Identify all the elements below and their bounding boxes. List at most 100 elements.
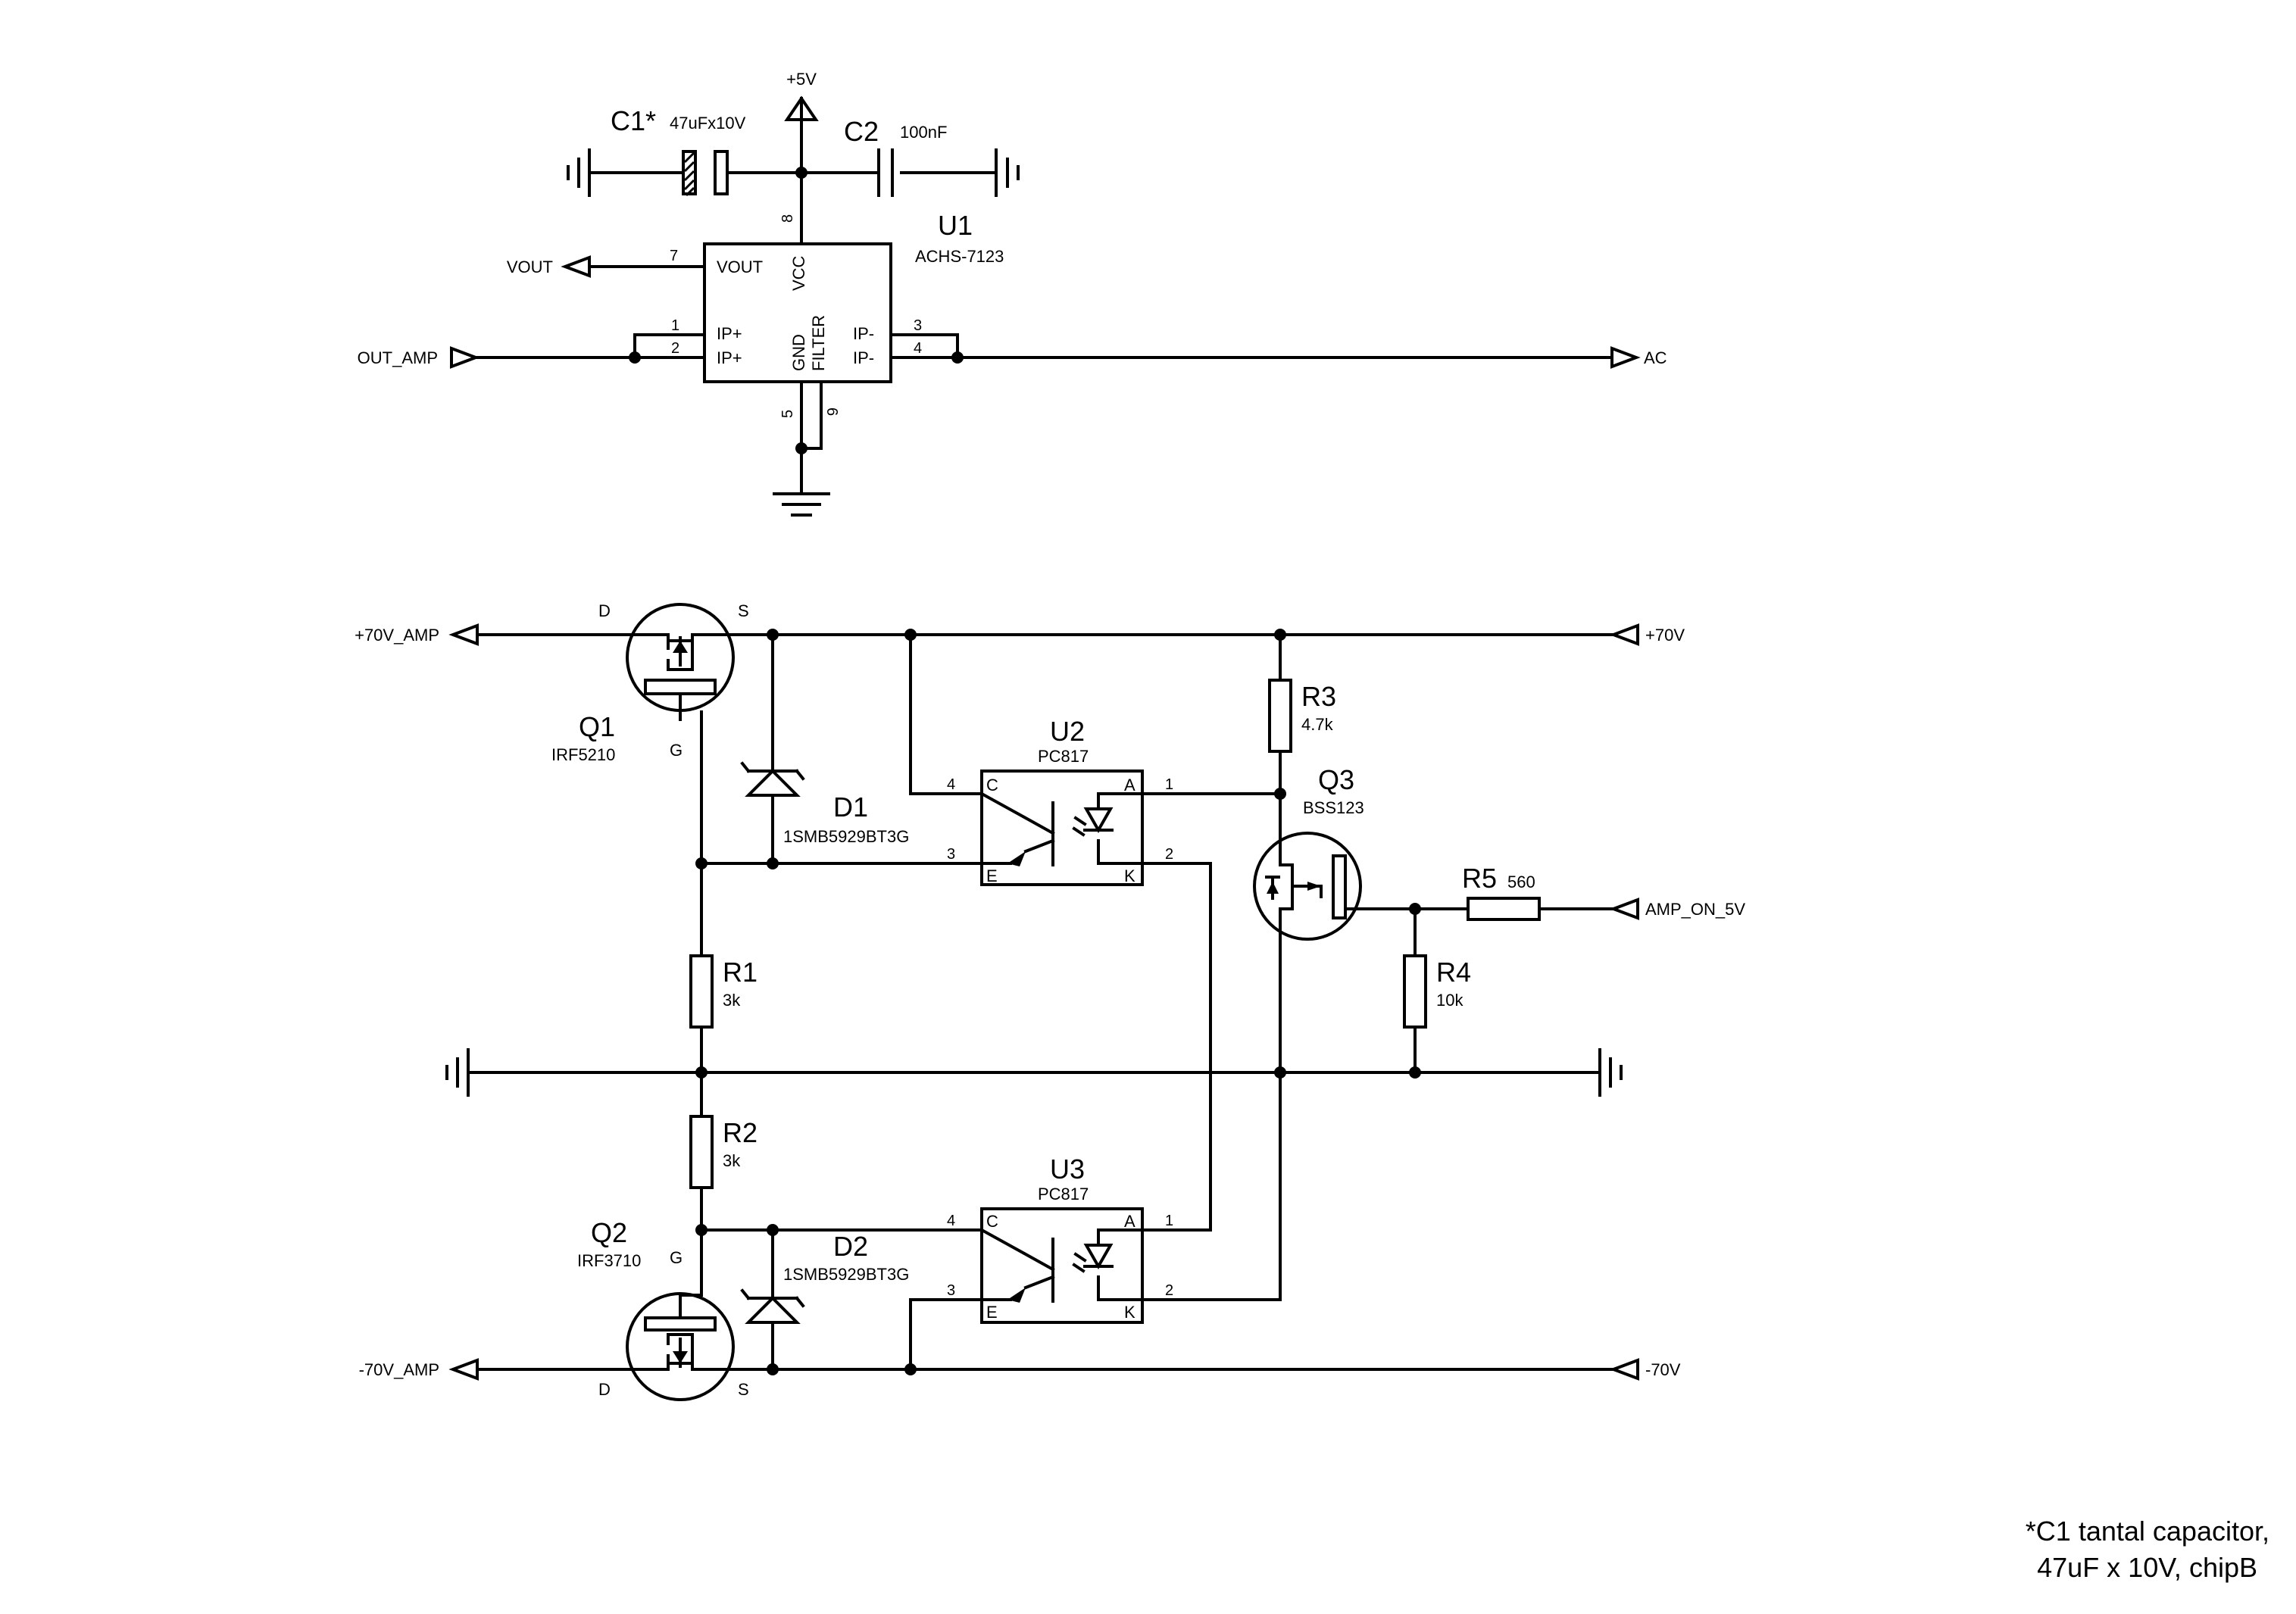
r5-value: 560 (1507, 873, 1535, 891)
q3-part: BSS123 (1303, 798, 1364, 817)
plus5v-arrow-icon (784, 95, 819, 174)
junction (629, 351, 641, 364)
u1-pin8-num: 8 (779, 214, 796, 223)
net-label-m70-amp: -70V_AMP (359, 1360, 439, 1379)
r2-ref: R2 (723, 1117, 758, 1148)
u2-n3: 3 (947, 846, 955, 863)
r3-value: 4.7k (1301, 715, 1334, 734)
d2-zener-diode: D2 1SMB5929BT3G (740, 1228, 909, 1371)
q1-g-label: G (670, 741, 683, 760)
out-amp-port-icon (450, 346, 480, 369)
r1-value: 3k (723, 991, 741, 1010)
r2-resistor: R2 3k (689, 1071, 758, 1232)
vout-port-icon (561, 255, 591, 278)
ground-icon (995, 148, 1020, 197)
u3-n4: 4 (947, 1213, 955, 1229)
u1-pin-gnd: GND (789, 334, 808, 371)
u2-n4: 4 (947, 776, 955, 793)
d1-ref: D1 (833, 791, 868, 823)
ground-icon (445, 1048, 470, 1097)
gnd-rail (445, 1048, 1623, 1097)
net-label-amp-on: AMP_ON_5V (1645, 900, 1745, 919)
d1-part: 1SMB5929BT3G (783, 827, 909, 846)
q1-ref: Q1 (579, 711, 615, 742)
u1-pin3-num: 3 (914, 317, 922, 334)
junction (904, 1363, 917, 1375)
u1-section: +5V C1* 47uFx10V C2 100nF 8 U1 ACHS-7123… (358, 70, 1667, 517)
q2-part: IRF3710 (577, 1251, 641, 1270)
r3-ref: R3 (1301, 681, 1336, 712)
p70-port-icon (1609, 623, 1639, 646)
footnote-line2: 47uF x 10V, chipB (2037, 1552, 2257, 1583)
junction (767, 1363, 779, 1375)
u1-pin4-num: 4 (914, 340, 922, 357)
u3-optocoupler: U3 PC817 C E A K 4 3 1 2 (947, 1154, 1173, 1324)
u1-ref: U1 (938, 210, 973, 241)
u3-c: C (986, 1212, 998, 1231)
c2-capacitor (877, 148, 894, 197)
net-label-m70: -70V (1645, 1360, 1681, 1379)
u3-e: E (986, 1303, 998, 1322)
r5-resistor: R5 560 (1404, 863, 1615, 921)
q2-ref: Q2 (591, 1217, 627, 1248)
c2-ref: C2 (844, 116, 879, 147)
r4-value: 10k (1436, 991, 1464, 1010)
net-label-p70: +70V (1645, 626, 1685, 645)
u1-pin5-num: 5 (779, 410, 796, 418)
junction (767, 857, 779, 869)
m70-port-icon (1609, 1358, 1639, 1381)
u2-k: K (1124, 866, 1136, 885)
q2-d-label: D (598, 1380, 611, 1399)
q1-d-label: D (598, 601, 611, 620)
q1-pmosfet: D S G Q1 IRF5210 (551, 601, 749, 764)
ground-icon (1598, 1048, 1623, 1097)
u1-pin-vout: VOUT (717, 258, 763, 276)
r2-value: 3k (723, 1151, 741, 1170)
wire (800, 380, 823, 495)
net-label-p70-amp: +70V_AMP (355, 626, 439, 645)
ac-port-icon (1610, 346, 1641, 369)
net-label-out-amp: OUT_AMP (358, 348, 438, 367)
u3-a: A (1124, 1212, 1136, 1231)
u2-ref: U2 (1050, 716, 1085, 747)
wire (1141, 792, 1282, 1232)
u3-k: K (1124, 1303, 1136, 1322)
d2-ref: D2 (833, 1231, 868, 1262)
junction (951, 351, 964, 364)
u1-pin-ip2: IP+ (717, 348, 742, 367)
ground-icon (567, 148, 591, 197)
r4-ref: R4 (1436, 957, 1471, 988)
r3-resistor: R3 4.7k (1268, 633, 1336, 795)
u2-a: A (1124, 776, 1136, 795)
wire (909, 1298, 1282, 1371)
r5-ref: R5 (1462, 863, 1497, 894)
u1-pin6-num: 6 (823, 407, 840, 416)
amp-on-port-icon (1609, 898, 1639, 920)
u3-n2: 2 (1165, 1282, 1173, 1299)
c1-tantal-capacitor (682, 150, 729, 197)
q1-part: IRF5210 (551, 745, 615, 764)
u1-pin-im2: IP- (853, 348, 874, 367)
wire (889, 333, 1613, 359)
c1-ref: C1* (611, 105, 656, 136)
u2-c: C (986, 776, 998, 795)
u2-e: E (986, 866, 998, 885)
u3-n1: 1 (1165, 1213, 1173, 1229)
net-label-plus5v: +5V (786, 70, 817, 89)
u1-pin2-num: 2 (671, 340, 679, 357)
q3-ref: Q3 (1318, 764, 1354, 795)
r4-resistor: R4 10k (1403, 907, 1471, 1074)
p70-amp-port-icon (448, 623, 479, 646)
wire (474, 333, 706, 359)
m70-amp-port-icon (448, 1358, 479, 1381)
rail-plus70: +70V_AMP +70V (355, 623, 1685, 646)
u2-optocoupler: U2 PC817 C E A K 4 3 1 2 (909, 633, 1173, 886)
u1-pin-filter: FILTER (809, 315, 828, 371)
d1-zener-diode: D1 1SMB5929BT3G (740, 633, 909, 865)
q2-s-label: S (738, 1380, 749, 1399)
c2-value: 100nF (900, 123, 947, 142)
d2-part: 1SMB5929BT3G (783, 1265, 909, 1284)
u1-body (703, 242, 892, 383)
net-label-ac: AC (1644, 348, 1667, 367)
